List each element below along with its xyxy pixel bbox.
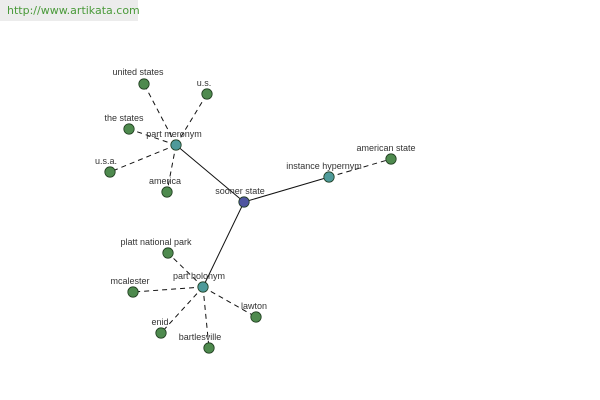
graph-nodes: [104, 78, 397, 354]
leaf-node-bartlesville[interactable]: [203, 342, 215, 354]
edge-holonym-enid: [160, 286, 204, 334]
edge-holonym-platt: [167, 252, 204, 288]
url-banner[interactable]: http://www.artikata.com: [0, 0, 140, 21]
relation-node-instance-hypernym[interactable]: [323, 171, 335, 183]
edge-meronym-usa: [109, 144, 177, 173]
relation-node-part-meronym[interactable]: [170, 139, 182, 151]
leaf-node-us[interactable]: [201, 88, 213, 100]
leaf-node-lawton[interactable]: [250, 311, 262, 323]
relation-label-part-holonym: part holonym: [173, 271, 225, 281]
leaf-node-american-state[interactable]: [385, 153, 397, 165]
leaf-label-the-states: the states: [104, 113, 144, 123]
leaf-node-platt-national-park[interactable]: [162, 247, 174, 259]
leaf-label-enid: enid: [151, 317, 168, 327]
leaf-label-lawton: lawton: [241, 301, 267, 311]
edge-meronym-united-states: [143, 83, 177, 146]
relation-node-part-holonym[interactable]: [197, 281, 209, 293]
edge-holonym-bartlesville: [202, 286, 210, 349]
leaf-node-usa[interactable]: [104, 166, 116, 178]
leaf-node-united-states[interactable]: [138, 78, 150, 90]
edge-meronym-us: [175, 93, 208, 146]
leaf-node-the-states[interactable]: [123, 123, 135, 135]
root-label: sooner state: [215, 186, 265, 196]
leaf-node-america[interactable]: [161, 186, 173, 198]
root-node[interactable]: [238, 196, 250, 208]
leaf-label-platt-national-park: platt national park: [120, 237, 192, 247]
leaf-label-bartlesville: bartlesville: [179, 332, 222, 342]
edge-root-part-meronym: [175, 144, 245, 203]
edge-holonym-mcalester: [132, 286, 204, 293]
relation-label-instance-hypernym: instance hypernym: [286, 161, 362, 171]
edge-hypernym-american-state: [328, 158, 392, 178]
edge-root-instance-hypernym: [243, 176, 330, 203]
leaf-label-mcalester: mcalester: [110, 276, 149, 286]
graph-labels: sooner state part meronym instance hyper…: [95, 67, 416, 342]
edge-root-part-holonym: [202, 201, 245, 288]
leaf-label-american-state: american state: [356, 143, 415, 153]
relation-label-part-meronym: part meronym: [146, 129, 202, 139]
leaf-node-mcalester[interactable]: [127, 286, 139, 298]
graph-edges: [109, 83, 392, 349]
edge-meronym-america: [166, 144, 177, 193]
leaf-label-united-states: united states: [112, 67, 164, 77]
leaf-label-america: america: [149, 176, 181, 186]
leaf-node-enid[interactable]: [155, 327, 167, 339]
leaf-label-us: u.s.: [197, 78, 212, 88]
leaf-label-usa: u.s.a.: [95, 156, 117, 166]
edge-holonym-lawton: [202, 286, 257, 318]
